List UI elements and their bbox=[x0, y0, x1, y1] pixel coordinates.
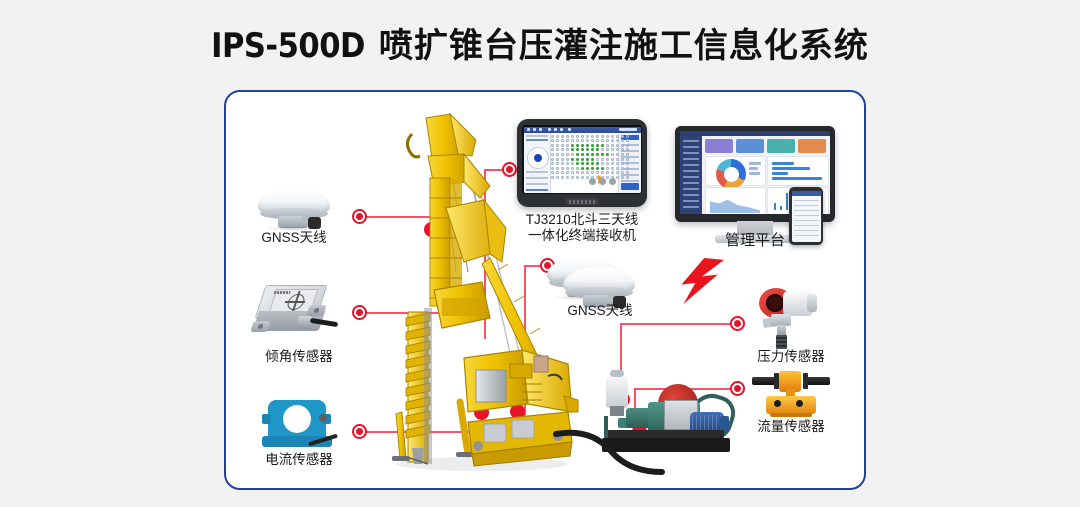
page-title-chinese: 喷扩锥台压灌注施工信息化系统 bbox=[378, 27, 869, 65]
page-title-model: IPS-500D bbox=[211, 26, 365, 66]
page-title: IPS-500D 喷扩锥台压灌注施工信息化系统 bbox=[0, 18, 1080, 67]
diagram-card bbox=[224, 90, 866, 490]
